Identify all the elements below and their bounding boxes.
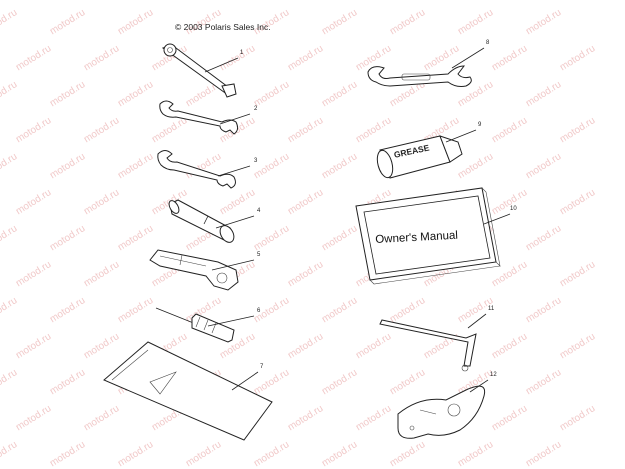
callout-7: 7 [260, 364, 264, 370]
owners-manual-part [355, 187, 501, 285]
tool-bracket-part [149, 249, 239, 291]
callout-10: 10 [510, 206, 517, 212]
callout-5: 5 [257, 252, 261, 258]
callout-1: 1 [240, 50, 244, 56]
callout-8: 8 [486, 40, 490, 46]
callout-4: 4 [257, 208, 261, 214]
wrench-part-2 [159, 100, 239, 135]
hex-key-part [379, 319, 477, 372]
callout-6: 6 [257, 308, 261, 314]
spark-plug-wrench-part [161, 43, 237, 98]
copyright-text: © 2003 Polaris Sales Inc. [175, 22, 271, 32]
callout-9: 9 [478, 122, 482, 128]
spanner-wrench-part [397, 385, 486, 439]
leader-lines [204, 47, 511, 393]
callout-2: 2 [254, 106, 258, 112]
callout-11: 11 [488, 306, 495, 312]
callout-12: 12 [490, 372, 497, 378]
grease-tube-part [376, 135, 463, 179]
screwdriver-part [155, 307, 235, 343]
tool-pouch-part [103, 341, 273, 441]
double-wrench-part [367, 65, 472, 87]
callout-3: 3 [254, 158, 258, 164]
wrench-part-3 [157, 150, 236, 189]
socket-wrench-part [168, 199, 235, 243]
